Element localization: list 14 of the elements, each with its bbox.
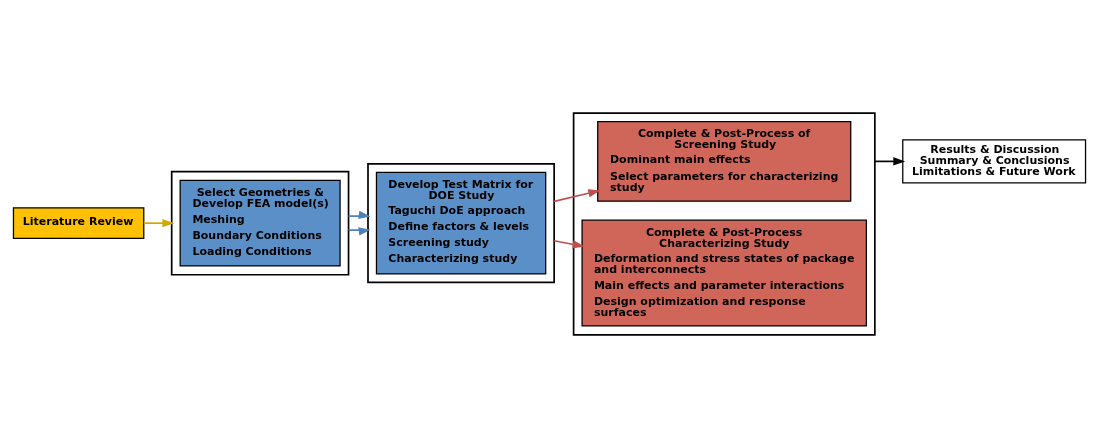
node-box: Develop Test Matrix for DOE Study Taguchi DoE approach Define factors & levels Screening study Characterizing study <box>375 171 547 275</box>
arrow <box>553 239 585 249</box>
arrow <box>143 219 175 228</box>
cluster <box>367 163 555 284</box>
arrow <box>874 157 906 166</box>
cluster <box>170 170 350 276</box>
node-box: Select Geometries & Develop FEA model(s) Meshing Boundary Conditions Loading Conditions <box>179 179 341 267</box>
arrow <box>347 227 371 236</box>
node-box: Results & Discussion Summary & Conclusions Limitations & Future Work <box>902 139 1087 184</box>
arrow <box>347 210 371 220</box>
node-box: Complete & Post-Process of Screening Study Dominant main effects Select parameters for characterizing study <box>597 121 852 202</box>
node-box: Literature Review <box>12 207 145 239</box>
arrow <box>553 189 601 203</box>
node-box: Complete & Post-Process Characterizing Study Deformation and stress states of package and interconnects Main effects and parameter interactions Design optimization and response surfaces <box>581 219 867 327</box>
